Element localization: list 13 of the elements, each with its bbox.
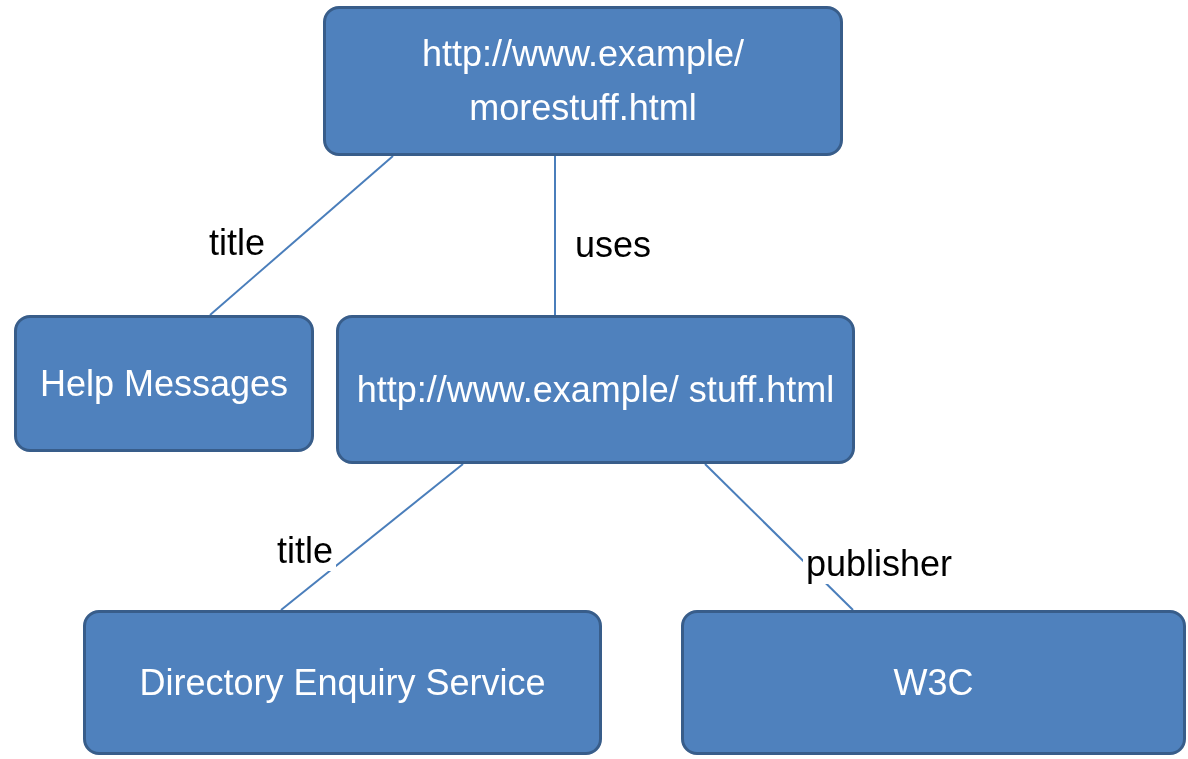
node-box: [323, 6, 843, 156]
node-box: [14, 315, 314, 452]
connector-line: [280, 463, 464, 611]
node-text: http://www.example/ stuff.html: [356, 367, 835, 412]
connector-line: [554, 155, 556, 316]
node-text: W3C: [893, 660, 974, 705]
node-box: [681, 610, 1186, 755]
node-text: http://www.example/ morestuff.html: [420, 32, 746, 130]
node-text: Directory Enquiry Service: [139, 660, 546, 705]
node-text: Help Messages: [39, 361, 289, 406]
node-box: [336, 315, 855, 464]
node-box: [83, 610, 602, 755]
connector-line: [209, 155, 394, 316]
